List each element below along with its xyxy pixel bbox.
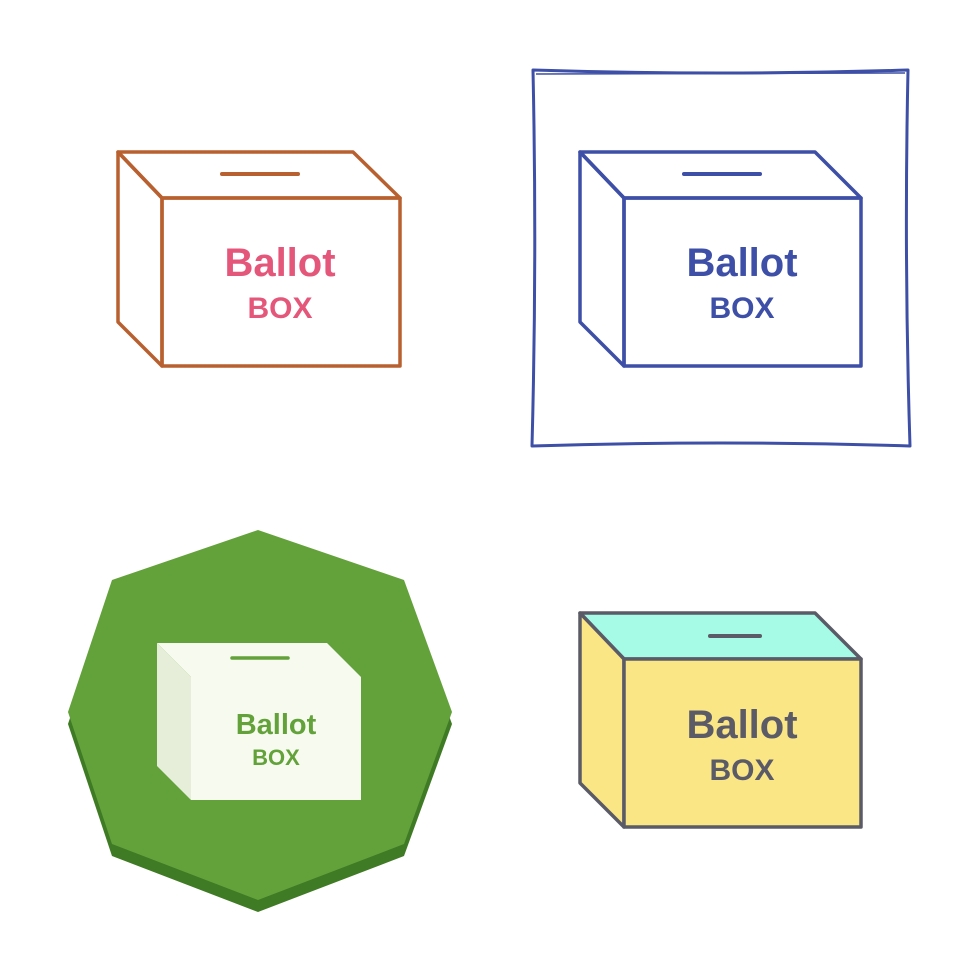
box-top-face — [157, 643, 361, 677]
box-label: BOX — [709, 292, 774, 325]
ballot-box-outline — [578, 150, 863, 368]
box-front-face — [191, 677, 361, 800]
ballot-box-sketch-icon: Ballot BOX — [530, 68, 912, 448]
ballot-label: Ballot — [686, 703, 797, 747]
box-side-face — [157, 643, 191, 800]
box-label: BOX — [247, 292, 312, 325]
ballot-box-glyph-icon: Ballot BOX — [68, 530, 452, 912]
ballot-label: Ballot — [236, 709, 317, 741]
box-label: BOX — [252, 745, 300, 770]
ballot-label: Ballot — [224, 241, 335, 285]
box-label: BOX — [709, 754, 774, 787]
box-front-face — [622, 657, 863, 829]
ballot-label: Ballot — [686, 241, 797, 285]
ballot-box-outline — [116, 150, 402, 368]
ballot-box-line-icon: Ballot BOX — [116, 150, 402, 368]
ballot-box-flat-icon: Ballot BOX — [578, 611, 863, 829]
